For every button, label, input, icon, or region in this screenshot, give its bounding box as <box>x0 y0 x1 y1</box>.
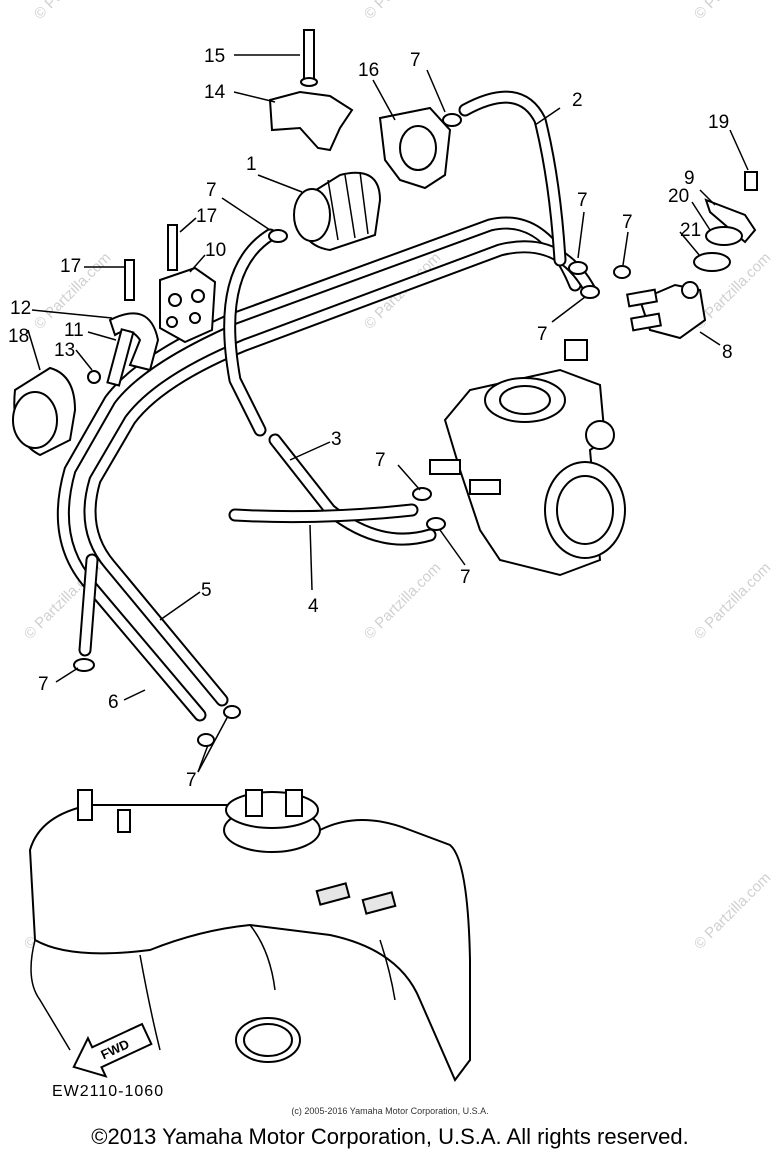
hose-clip <box>197 733 215 747</box>
callout-7e: 7 <box>537 324 548 345</box>
hose-clip <box>268 229 288 243</box>
hose-clip <box>412 487 432 501</box>
hose-clip <box>73 658 95 672</box>
callout-7d: 7 <box>622 212 633 233</box>
callout-7i: 7 <box>186 770 197 791</box>
cock-seal <box>705 226 743 246</box>
callout-3: 3 <box>331 429 342 450</box>
hose-clip <box>568 261 588 275</box>
hose-clip <box>613 265 631 279</box>
fuel-tank <box>28 789 471 1082</box>
callout-16: 16 <box>358 60 379 81</box>
hose-clamp-block <box>159 266 217 344</box>
drawing-code: EW2110-1060 <box>52 1083 164 1100</box>
callout-4: 4 <box>308 596 319 617</box>
tank-vent-nipple <box>117 809 131 833</box>
mounting-plate <box>268 90 354 152</box>
callout-17b: 17 <box>60 256 81 277</box>
clamp-group <box>73 113 631 747</box>
callout-9: 9 <box>684 168 695 189</box>
callout-8: 8 <box>722 342 733 363</box>
mounting-bolt <box>303 29 315 81</box>
hose-clip <box>442 113 462 127</box>
callout-17a: 17 <box>196 206 217 227</box>
callout-11: 11 <box>64 320 84 341</box>
fuel-filter <box>293 171 382 252</box>
callout-7a: 7 <box>410 50 421 71</box>
callout-7h: 7 <box>38 674 49 695</box>
callout-labels: 15 14 16 7 2 19 1 9 7 20 7 17 7 21 10 17… <box>8 46 733 791</box>
callout-12: 12 <box>10 298 31 319</box>
carburetor <box>429 339 626 577</box>
callout-2: 2 <box>572 90 583 111</box>
cock-gasket <box>693 252 731 272</box>
hose-clip <box>223 705 241 719</box>
callout-7g: 7 <box>460 567 471 588</box>
tank-vent-nipple <box>77 789 93 821</box>
callout-20: 20 <box>668 186 689 207</box>
fuel-cock <box>626 281 707 340</box>
callout-21: 21 <box>680 220 701 241</box>
watermark: © Partzilla.com <box>361 0 444 23</box>
hose-network <box>56 90 597 722</box>
small-copyright: (c) 2005-2016 Yamaha Motor Corporation, … <box>291 1106 489 1116</box>
leader-lines <box>27 54 749 773</box>
tank-pad <box>315 882 351 906</box>
callout-7b: 7 <box>206 180 217 201</box>
watermark: © Partzilla.com <box>691 559 774 642</box>
lever-screw <box>744 171 758 191</box>
callout-1: 1 <box>246 154 257 175</box>
watermark: © Partzilla.com <box>691 869 774 952</box>
callout-7c: 7 <box>577 190 588 211</box>
vent-cap <box>12 366 77 457</box>
hose-clip <box>580 285 600 299</box>
callout-6: 6 <box>108 692 119 713</box>
watermark: © Partzilla.com <box>691 0 774 23</box>
callout-18: 18 <box>8 326 29 347</box>
watermark: © Partzilla.com <box>31 0 114 23</box>
main-copyright: ©2013 Yamaha Motor Corporation, U.S.A. A… <box>91 1124 689 1149</box>
hose-clip <box>426 517 446 531</box>
callout-14: 14 <box>204 82 226 103</box>
cock-lever <box>704 198 757 244</box>
callout-7f: 7 <box>375 450 386 471</box>
watermark: © Partzilla.com <box>361 559 444 642</box>
callout-10: 10 <box>205 240 226 261</box>
callout-15: 15 <box>204 46 225 67</box>
callout-19: 19 <box>708 112 729 133</box>
callout-5: 5 <box>201 580 212 601</box>
tank-pad <box>361 891 397 915</box>
callout-13: 13 <box>54 340 75 361</box>
direction-arrow: FWD <box>72 1022 153 1078</box>
